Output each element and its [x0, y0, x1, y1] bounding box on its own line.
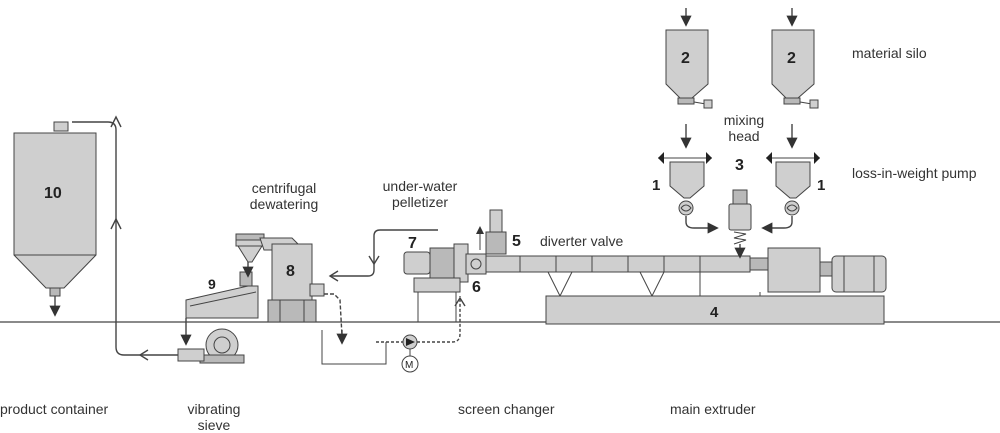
diverter-valve: 5 [476, 209, 521, 255]
centrifugal-dewatering: 8 [235, 233, 325, 323]
extruder-base [545, 295, 885, 325]
label-mixing-head-line1: mixing [723, 112, 765, 128]
label-screen-changer: screen changer [458, 401, 555, 417]
pump-motor [401, 355, 419, 373]
label-underwater-pelletizer: under-water pelletizer [372, 178, 468, 210]
label-vibrating-line1: vibrating [187, 401, 241, 417]
label-vibrating-sieve: vibrating sieve [168, 401, 260, 433]
label-centrifugal-dewatering: centrifugal dewatering [234, 180, 334, 212]
label-mixing-head: mixing head [716, 112, 772, 144]
conveying-pipe [72, 121, 178, 356]
label-product-container: product container [0, 401, 109, 417]
label-centrifugal-line1: centrifugal [251, 180, 317, 196]
material-silo-left: 2 [665, 8, 713, 149]
label-loss-in-weight-pump: loss-in-weight pump [852, 165, 977, 181]
pump-right-number: 1 [817, 177, 825, 194]
pellet-water-pipe [330, 229, 438, 277]
label-diverter-valve: diverter valve [540, 233, 624, 249]
label-centrifugal-line2: dewatering [249, 196, 319, 212]
extruder-base-number: 4 [710, 304, 719, 321]
label-main-extruder: main extruder [670, 401, 756, 417]
main-extruder: 4 [485, 247, 887, 325]
diverter-number: 5 [512, 233, 521, 250]
label-vibrating-line2: sieve [197, 417, 231, 433]
dewatering-number: 8 [286, 263, 295, 280]
loss-in-weight-pump-left: 1 [652, 152, 719, 234]
label-underwater-line1: under-water [382, 178, 458, 194]
label-material-silo: material silo [852, 45, 927, 61]
loss-in-weight-pump-right: 1 [761, 152, 825, 234]
product-container: 10 [13, 121, 97, 317]
pump-left-number: 1 [652, 177, 660, 194]
container-number: 10 [44, 185, 62, 202]
silo-right-number: 2 [787, 50, 796, 67]
motor-label: M [405, 360, 413, 371]
label-underwater-line2: pelletizer [391, 194, 449, 210]
screen-changer-number: 6 [472, 279, 481, 296]
mixing-head-number: 3 [735, 157, 744, 174]
silo-left-number: 2 [681, 50, 690, 67]
pelletizer-number: 7 [408, 235, 417, 252]
mixing-head: 3 [728, 157, 752, 259]
underwater-pelletizer: 7 [403, 235, 469, 323]
blower [177, 328, 245, 364]
screen-changer: 6 [465, 253, 487, 296]
water-circuit: M [321, 293, 466, 373]
material-silo-right: 2 [771, 8, 819, 149]
label-mixing-head-line2: head [728, 128, 760, 144]
sieve-number: 9 [208, 276, 216, 292]
